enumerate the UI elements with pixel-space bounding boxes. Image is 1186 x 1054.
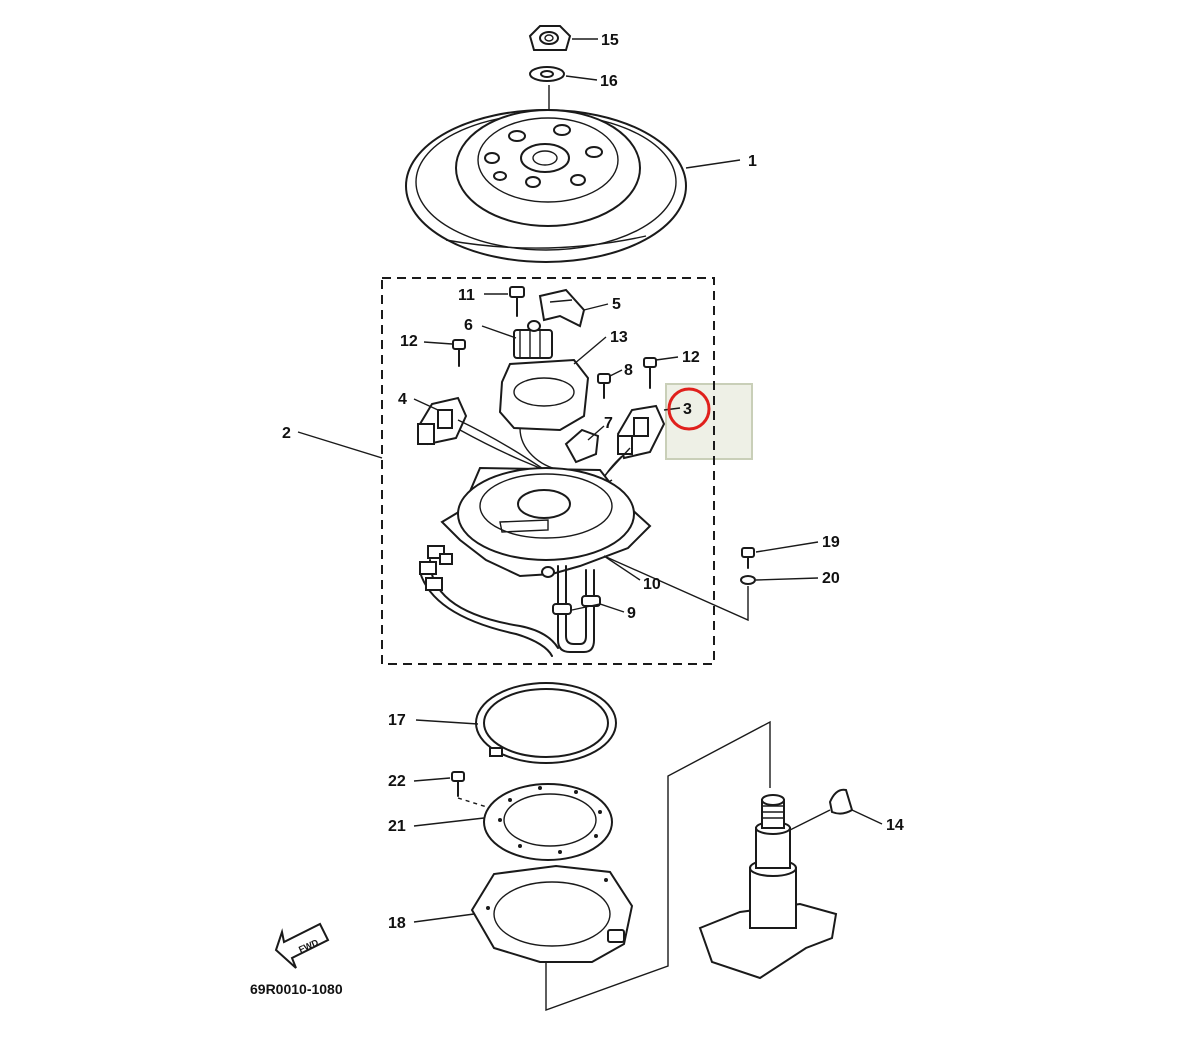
callout-11[interactable]: 11 [458, 287, 475, 304]
part-13-pulser-coil[interactable] [498, 358, 590, 432]
part-15-nut[interactable] [528, 25, 572, 51]
callout-12-right[interactable]: 12 [682, 349, 700, 366]
part-1-flywheel[interactable] [405, 109, 687, 263]
part-12-bolt-right[interactable] [643, 357, 657, 389]
part-6-coil[interactable] [513, 320, 553, 359]
callout-15[interactable]: 15 [601, 32, 619, 49]
callout-18[interactable]: 18 [388, 915, 406, 932]
callout-9[interactable]: 9 [627, 605, 636, 622]
part-20-washer[interactable] [740, 575, 756, 585]
part-12-bolt-left[interactable] [452, 339, 466, 367]
part-16-washer[interactable] [529, 66, 565, 82]
fwd-arrow-icon: FWD [274, 922, 330, 969]
diagram-code: 69R0010-1080 [250, 981, 343, 997]
callout-1[interactable]: 1 [748, 153, 757, 170]
callout-5[interactable]: 5 [612, 296, 621, 313]
callout-14[interactable]: 14 [886, 817, 904, 834]
part-19-screw[interactable] [741, 547, 755, 569]
callout-10[interactable]: 10 [643, 576, 661, 593]
callout-3[interactable]: 3 [683, 401, 692, 418]
part-3-coil[interactable] [616, 404, 666, 460]
callout-20[interactable]: 20 [822, 570, 840, 587]
part-14-woodruff-key[interactable] [828, 788, 854, 815]
callout-12-left[interactable]: 12 [400, 333, 418, 350]
crankshaft[interactable] [698, 794, 838, 980]
part-4-charge-coil[interactable] [417, 396, 468, 446]
stator-assembly-box [381, 277, 715, 665]
callout-2[interactable]: 2 [282, 425, 291, 442]
callout-7[interactable]: 7 [604, 415, 613, 432]
callout-16[interactable]: 16 [600, 73, 618, 90]
part-21-plate[interactable] [483, 783, 613, 861]
part-9-leads[interactable] [419, 545, 601, 657]
callout-6[interactable]: 6 [464, 317, 473, 334]
highlight-box [665, 383, 753, 460]
part-18-base-plate[interactable] [470, 864, 634, 963]
callout-8[interactable]: 8 [624, 362, 633, 379]
part-22-screw[interactable] [451, 771, 465, 797]
part-11-bolt[interactable] [509, 286, 525, 317]
callout-21[interactable]: 21 [388, 818, 406, 835]
callout-4[interactable]: 4 [398, 391, 407, 408]
part-17-retaining-ring[interactable] [475, 682, 617, 764]
callout-17[interactable]: 17 [388, 712, 406, 729]
callout-22[interactable]: 22 [388, 773, 406, 790]
part-5-bracket[interactable] [538, 288, 586, 328]
part-10-stator-base[interactable] [440, 466, 652, 578]
highlight-circle [667, 387, 711, 431]
callout-19[interactable]: 19 [822, 534, 840, 551]
part-8-screw[interactable] [597, 373, 611, 399]
callout-13[interactable]: 13 [610, 329, 628, 346]
